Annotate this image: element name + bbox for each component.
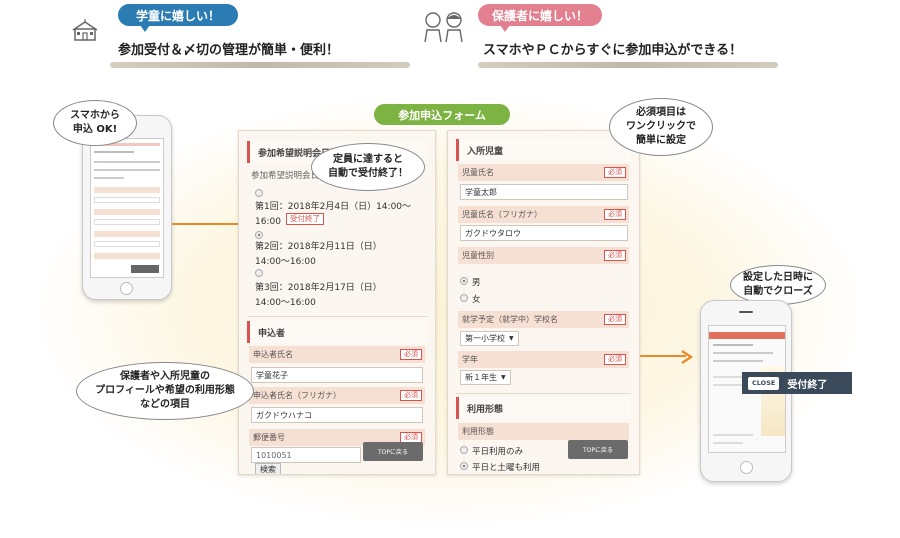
weekday-text: 平日利用のみ	[472, 447, 524, 457]
brush-underline-right	[478, 62, 778, 68]
bubble-auto-close: 定員に達すると 自動で受付終了！	[311, 143, 425, 191]
search-button[interactable]: 検索	[255, 463, 281, 474]
child-kana-label: 児童氏名（フリガナ） 必須	[458, 206, 629, 223]
chevron-down-icon: ▼	[501, 374, 506, 381]
school-benefit-pill: 学童に嬉しい！	[118, 4, 238, 32]
applicant-kana-input[interactable]: ガクドウハナコ	[251, 407, 423, 423]
required-badge: 必須	[604, 314, 626, 325]
required-badge: 必須	[604, 209, 626, 220]
child-name-label: 児童氏名 必須	[458, 164, 629, 181]
parent-benefit-headline: スマホやＰＣからすぐに参加申込ができる！	[483, 43, 743, 58]
radio-option-1[interactable]	[255, 189, 263, 197]
required-badge: 必須	[400, 390, 422, 401]
bubble-auto-time: 設定した日時に 自動でクローズ	[730, 265, 826, 305]
schedule-row-label: 参加希望説明会日程	[251, 171, 328, 181]
school-benefit-headline: 参加受付＆〆切の管理が簡単・便利！	[118, 43, 340, 58]
closed-badge: 受付終了	[286, 213, 324, 225]
required-badge: 必須	[400, 349, 422, 360]
top-return-button-left[interactable]: TOPに戻る	[363, 442, 423, 461]
option-3-text: 第3回：2018年2月17日（日）14:00〜16:00	[255, 283, 382, 308]
right-form-panel: 入所児童 児童氏名 必須 学童太郎 児童氏名（フリガナ） 必須 ガクドウタロウ …	[447, 130, 640, 475]
school-select[interactable]: 第一小学校▼	[460, 331, 519, 346]
closed-text: 受付終了	[787, 379, 828, 391]
gender-label: 児童性別 必須	[458, 247, 629, 264]
arrow-right-icon	[680, 349, 694, 364]
connector-left	[172, 223, 238, 225]
bubble-required: 必須項目は ワンクリックで 簡単に設定	[609, 98, 713, 156]
female-text: 女	[472, 295, 481, 305]
brush-underline-left	[110, 62, 410, 68]
connector-right	[640, 355, 686, 357]
left-phone-screen[interactable]	[90, 138, 164, 278]
left-phone-home-button[interactable]	[120, 282, 133, 295]
required-badge: 必須	[604, 250, 626, 261]
form-title: 参加申込フォーム	[374, 104, 510, 125]
grade-label: 学年 必須	[458, 351, 629, 368]
usage-label: 利用形態	[458, 423, 629, 440]
bubble-profile: 保護者や入所児童の プロフィールや希望の利用形態 などの項目	[76, 362, 254, 420]
section-applicant: 申込者	[247, 321, 427, 343]
radio-male[interactable]	[460, 277, 468, 285]
school-icon	[70, 18, 100, 42]
applicant-name-label: 申込者氏名 必須	[249, 346, 425, 363]
required-badge: 必須	[604, 354, 626, 365]
school-label: 就学予定（就学中）学校名 必須	[458, 311, 629, 328]
top-return-button-right[interactable]: TOPに戻る	[568, 440, 628, 459]
applicant-name-input[interactable]: 学童花子	[251, 367, 423, 383]
grade-select[interactable]: 新１年生▼	[460, 370, 511, 385]
child-name-input[interactable]: 学童太郎	[460, 184, 628, 200]
left-form-panel: 参加希望説明会日程 参加希望説明会日程 第1回：2018年2月4日（日）14:0…	[238, 130, 436, 475]
option-1-text: 第1回：2018年2月4日（日）14:00〜16:00	[255, 202, 412, 227]
option-2-text: 第2回：2018年2月11日（日）14:00〜16:00	[255, 242, 382, 267]
close-button[interactable]: CLOSE	[748, 376, 780, 390]
chevron-down-icon: ▼	[509, 335, 514, 342]
radio-option-2[interactable]	[255, 231, 263, 239]
bubble-phone-ok: スマホから 申込 OK!	[53, 100, 137, 146]
required-badge: 必須	[604, 167, 626, 178]
right-phone-home-button[interactable]	[740, 461, 753, 474]
radio-weekday[interactable]	[460, 446, 468, 454]
radio-female[interactable]	[460, 294, 468, 302]
radio-option-3[interactable]	[255, 269, 263, 277]
closed-overlay: CLOSE 受付終了	[742, 372, 852, 394]
section-usage: 利用形態	[456, 397, 631, 419]
zip-label: 郵便番号 必須	[249, 429, 425, 446]
parent-benefit-pill: 保護者に嬉しい！	[478, 4, 602, 32]
radio-weekday-sat[interactable]	[460, 462, 468, 470]
child-kana-input[interactable]: ガクドウタロウ	[460, 225, 628, 241]
applicant-kana-label: 申込者氏名（フリガナ） 必須	[249, 387, 425, 404]
male-text: 男	[472, 278, 481, 288]
weekday-sat-text: 平日と土曜も利用	[472, 463, 541, 473]
zip-input[interactable]: 1010051	[251, 447, 361, 463]
section-child: 入所児童	[456, 139, 631, 161]
left-phone	[82, 115, 172, 300]
parents-icon	[420, 10, 468, 44]
